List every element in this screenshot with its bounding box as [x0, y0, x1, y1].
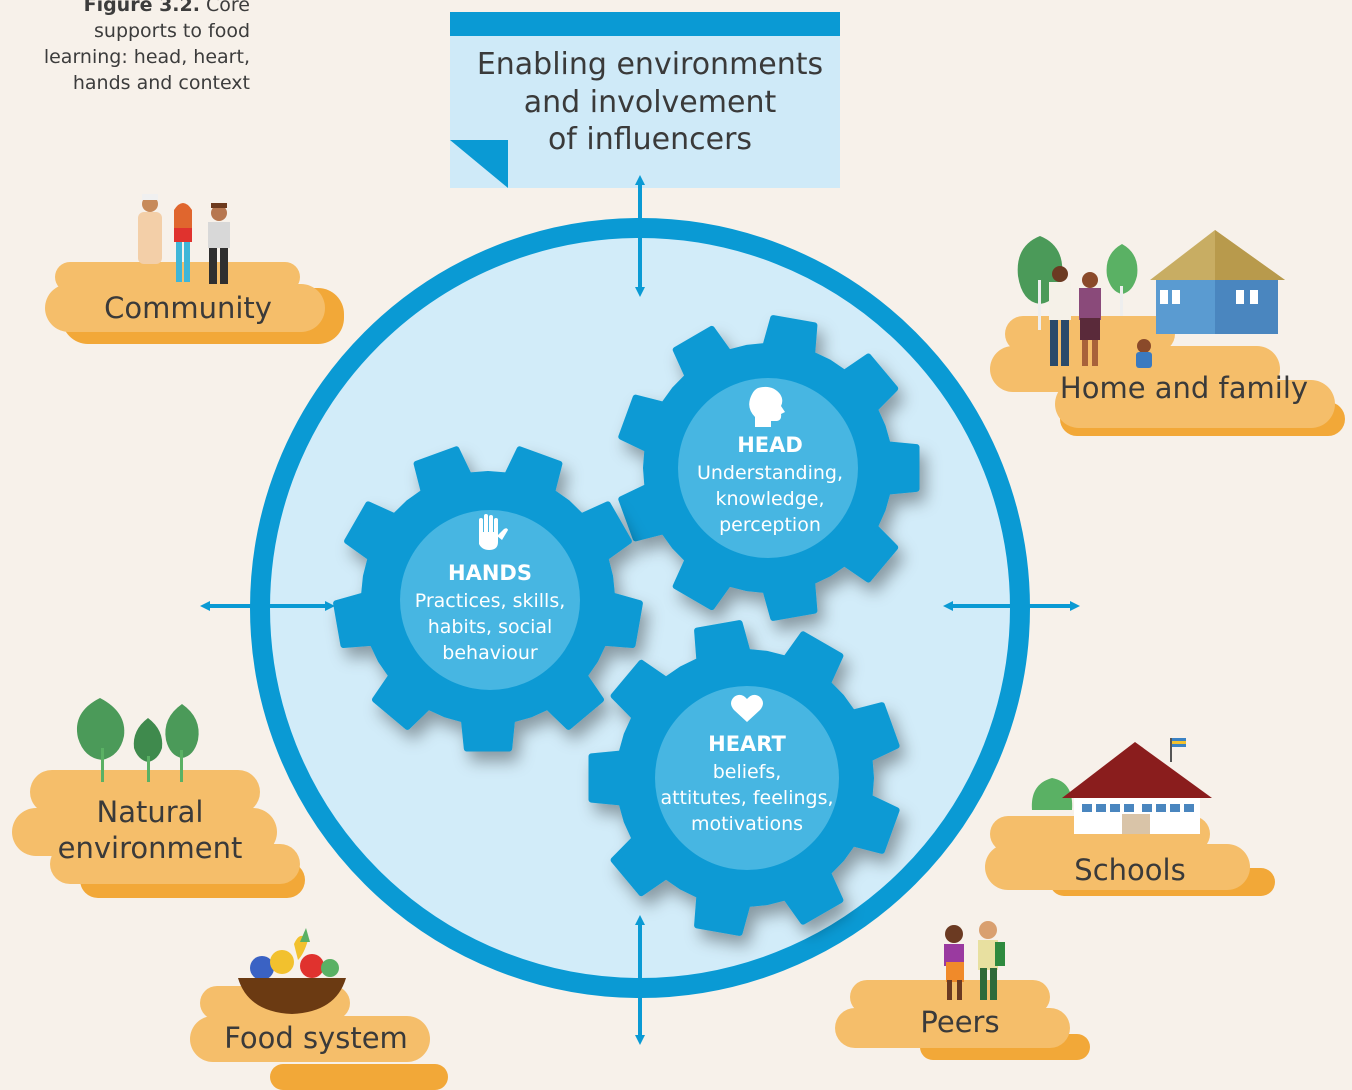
- caption-text-2: supports to food: [94, 20, 250, 42]
- hands-line-3: behaviour: [442, 642, 538, 664]
- plants-icon: [76, 698, 199, 782]
- setting-natural-environment: Natural environment: [12, 698, 305, 898]
- heart-line-1: beliefs,: [713, 761, 782, 783]
- figure-caption: Figure 3.2. Core supports to food learni…: [20, 0, 250, 96]
- caption-text-3: learning: head, heart,: [43, 46, 250, 68]
- ground-schools: [985, 816, 1275, 896]
- head-line-3: perception: [719, 514, 821, 536]
- community-label: Community: [104, 291, 272, 325]
- banner-line-3: of influencers: [548, 122, 752, 157]
- home-label: Home and family: [1060, 371, 1308, 405]
- banner: Enabling environments and involvement of…: [450, 12, 840, 188]
- peers-icon: [944, 921, 1005, 1000]
- setting-home-and-family: Home and family: [990, 230, 1345, 436]
- family-icon: [1049, 266, 1152, 368]
- caption-label: Figure 3.2.: [83, 0, 200, 16]
- hands-line-1: Practices, skills,: [415, 590, 566, 612]
- gear-head: HEAD Understanding, knowledge, perceptio…: [618, 315, 920, 621]
- setting-food-system: Food system: [190, 928, 448, 1090]
- ground-home: [990, 316, 1345, 436]
- head-icon: [749, 386, 785, 427]
- setting-peers: Peers: [835, 921, 1090, 1060]
- banner-line-1: Enabling environments: [477, 47, 823, 82]
- hands-title: HANDS: [448, 561, 532, 585]
- ground-natural: [12, 770, 305, 898]
- peers-label: Peers: [920, 1005, 999, 1039]
- head-line-2: knowledge,: [715, 488, 824, 510]
- hands-line-2: habits, social: [428, 616, 553, 638]
- house-icon: [1150, 230, 1285, 334]
- heart-line-2: attitutes, feelings,: [660, 787, 833, 809]
- caption-text-4: hands and context: [72, 72, 250, 94]
- caption-text-1: Core: [206, 0, 250, 16]
- ground-community: [45, 262, 344, 344]
- setting-schools: Schools: [985, 738, 1275, 896]
- fruit-basket-icon: [238, 928, 346, 1014]
- schools-label: Schools: [1074, 853, 1185, 887]
- heart-line-3: motivations: [691, 813, 803, 835]
- head-title: HEAD: [737, 433, 803, 457]
- gear-hands: HANDS Practices, skills, habits, social …: [333, 446, 643, 752]
- gear-heart: HEART beliefs, attitutes, feelings, moti…: [588, 620, 900, 936]
- natural-label-line-2: environment: [58, 831, 243, 865]
- community-people-icon: [138, 194, 230, 284]
- food-label: Food system: [224, 1021, 408, 1055]
- hand-icon: [479, 514, 508, 550]
- arrows: [200, 175, 1080, 1045]
- head-line-1: Understanding,: [697, 462, 843, 484]
- heart-title: HEART: [708, 732, 786, 756]
- trees-icon: [1017, 236, 1138, 330]
- school-icon: [1031, 738, 1212, 834]
- natural-label-line-1: Natural: [97, 795, 204, 829]
- banner-line-2: and involvement: [524, 85, 777, 120]
- setting-community: Community: [45, 194, 344, 344]
- heart-icon: [731, 694, 763, 722]
